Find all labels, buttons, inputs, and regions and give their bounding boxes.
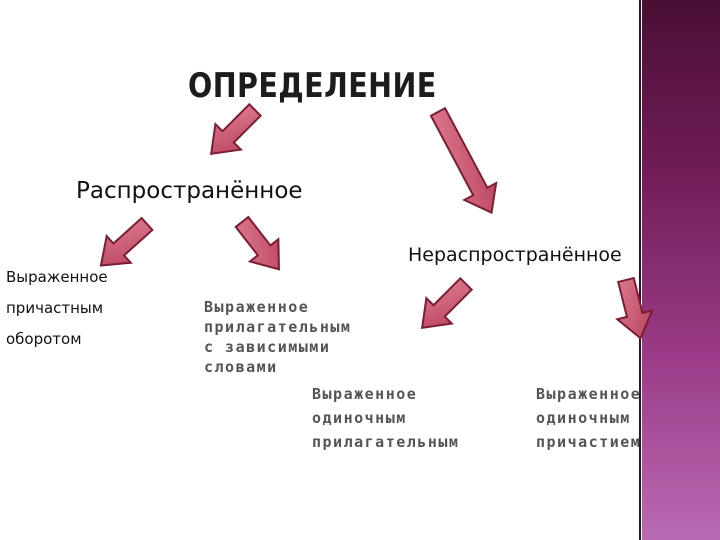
leaf-adjective-with-dependents: Выраженное прилагательным с зависимыми с… bbox=[204, 298, 352, 376]
arrow-non-widespread-to-single-participle bbox=[615, 276, 654, 340]
arrow-non-widespread-to-single-adjective bbox=[420, 276, 474, 330]
leaf-single-participle: Выраженное одиночным причастием bbox=[536, 385, 642, 451]
leaf-single-adjective: Выраженное одиночным прилагательным bbox=[312, 385, 460, 451]
arrow-title-to-non-widespread bbox=[429, 106, 498, 215]
arrow-widespread-to-adjective-dependents bbox=[234, 215, 280, 271]
diagram-title: ОПРЕДЕЛЕНИЕ bbox=[188, 66, 437, 106]
node-widespread: Распространённое bbox=[76, 178, 303, 204]
side-gradient-bar bbox=[642, 0, 720, 540]
side-divider-line bbox=[639, 0, 641, 540]
node-non-widespread: Нераспространённое bbox=[408, 244, 622, 266]
leaf-participial-phrase: Выраженное причастным оборотом bbox=[6, 268, 108, 348]
arrow-title-to-widespread bbox=[209, 102, 263, 156]
arrow-widespread-to-participial bbox=[99, 216, 154, 267]
